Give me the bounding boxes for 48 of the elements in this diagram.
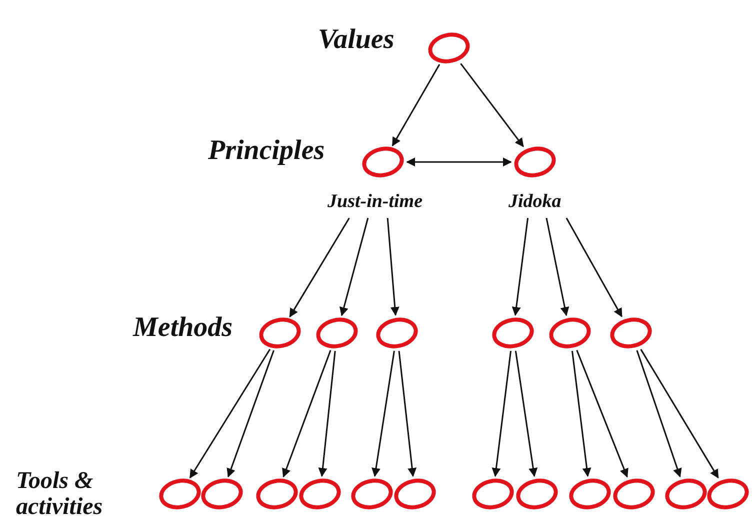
- oval: [259, 318, 301, 348]
- oval: [472, 479, 514, 509]
- oval: [428, 33, 470, 63]
- arrow: [514, 350, 538, 477]
- oval: [665, 479, 707, 509]
- arrow: [398, 350, 417, 477]
- oval: [492, 318, 534, 348]
- oval: [362, 147, 404, 177]
- arrow: [640, 348, 719, 478]
- arrow: [372, 350, 395, 478]
- arrow: [340, 218, 369, 316]
- principle-caption: Jidoka: [508, 192, 562, 211]
- level-label: Values: [318, 26, 394, 54]
- arrow: [566, 218, 622, 318]
- oval: [549, 318, 591, 348]
- oval: [707, 479, 749, 509]
- arrow: [546, 218, 570, 316]
- oval: [514, 147, 556, 177]
- oval: [376, 318, 418, 348]
- arrow: [512, 218, 529, 316]
- arrow: [636, 350, 682, 478]
- arrow: [386, 218, 400, 316]
- oval: [159, 479, 201, 509]
- arrow: [392, 64, 440, 146]
- oval: [613, 479, 655, 509]
- arrow: [571, 350, 592, 477]
- level-label: Methods: [133, 314, 233, 342]
- oval: [316, 318, 358, 348]
- oval: [569, 479, 611, 509]
- arrow: [282, 350, 332, 478]
- oval: [299, 479, 341, 509]
- oval: [516, 479, 558, 509]
- oval: [201, 479, 243, 509]
- arrow: [406, 158, 512, 166]
- oval: [256, 479, 298, 509]
- arrow: [226, 350, 274, 478]
- principle-caption: Just-in-time: [328, 192, 423, 211]
- arrow: [189, 348, 271, 479]
- oval: [351, 479, 393, 509]
- oval: [610, 318, 652, 348]
- arrow: [289, 218, 350, 318]
- arrow: [576, 350, 628, 478]
- level-label: Tools & activities: [16, 468, 104, 521]
- arrow: [492, 350, 512, 477]
- oval: [394, 479, 436, 509]
- level-label: Principles: [208, 137, 325, 165]
- arrow: [318, 350, 336, 477]
- arrow: [460, 63, 524, 148]
